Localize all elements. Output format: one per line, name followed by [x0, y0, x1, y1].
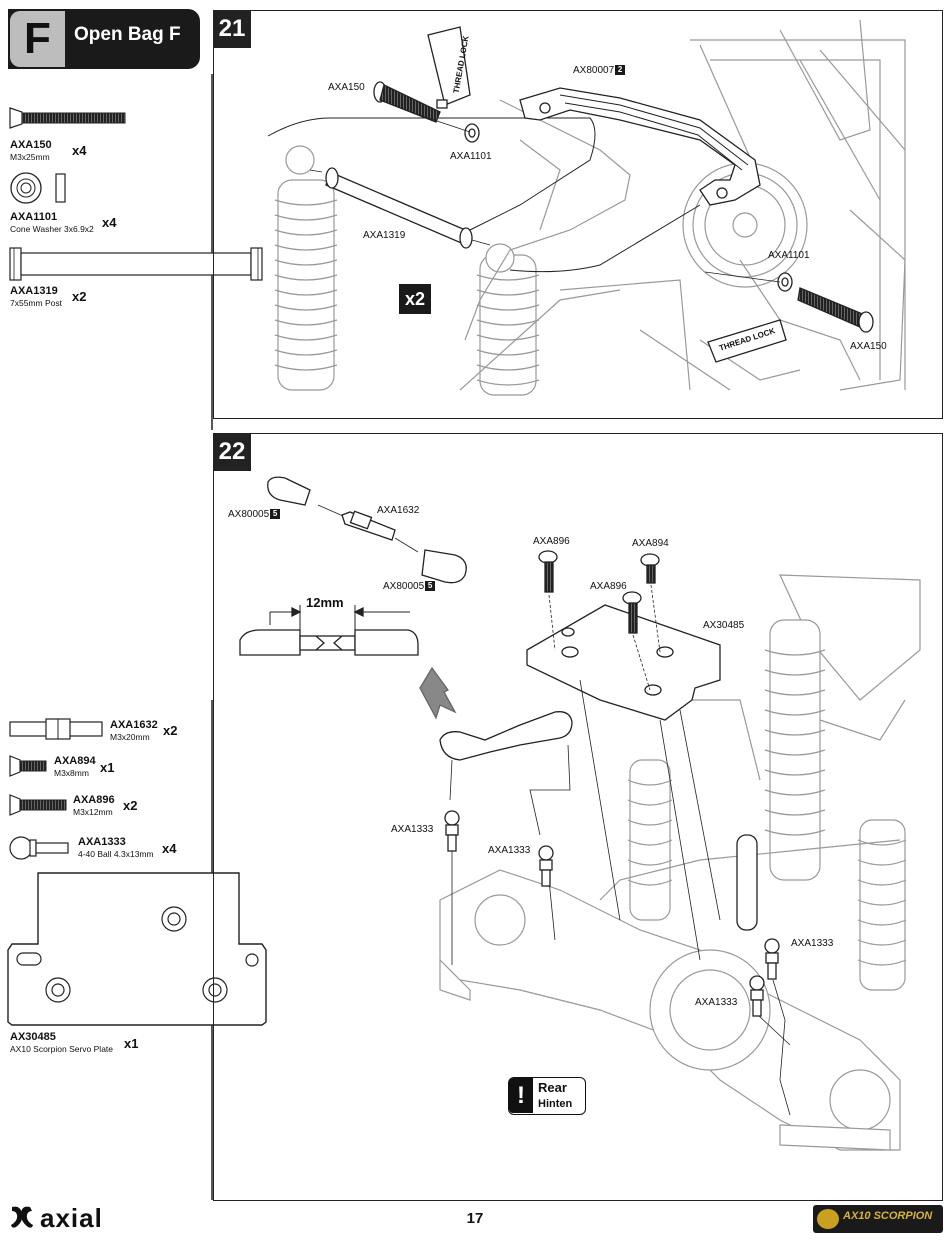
step-22-number: 22 — [213, 433, 251, 471]
callout-axa150-right: AXA150 — [850, 341, 887, 352]
step-21-multiplier: x2 — [399, 284, 431, 314]
part-desc: 7x55mm Post — [10, 298, 62, 308]
scorpion-logo-text: AX10 SCORPION — [843, 1210, 933, 1222]
part-code: AX30485 — [10, 1031, 56, 1043]
callout-axa1632: AXA1632 — [377, 505, 420, 516]
part-code: AXA1333 — [78, 836, 126, 848]
part-qty: x2 — [123, 798, 138, 813]
callout-axa1333-a: AXA1333 — [391, 824, 434, 835]
callout-axa1333-d: AXA1333 — [695, 997, 738, 1008]
callout-ax30485: AX30485 — [703, 620, 745, 631]
part-code: AXA896 — [73, 794, 115, 806]
axa896-part-icon — [9, 794, 67, 816]
part-code: AXA1632 — [110, 719, 158, 731]
ax80005-top-badge: 5 — [270, 509, 281, 520]
bag-letter-box — [10, 11, 65, 67]
callout-axa896-a: AXA896 — [533, 536, 570, 547]
measurement-label: 12mm — [306, 595, 344, 610]
axa1319-part-icon — [9, 247, 263, 281]
bag-title: Open Bag F — [74, 24, 181, 45]
callout-axa894: AXA894 — [632, 538, 669, 549]
part-qty: x2 — [72, 289, 87, 304]
part-code: AXA1319 — [10, 285, 58, 297]
callout-axa896-b: AXA896 — [590, 581, 627, 592]
part-qty: x4 — [162, 841, 177, 856]
part-desc: Cone Washer 3x6.9x2 — [10, 224, 94, 234]
part-desc: M3x8mm — [54, 768, 89, 778]
ax30485-part-icon — [7, 872, 267, 1026]
part-desc: 4-40 Ball 4.3x13mm — [78, 849, 154, 859]
axa894-part-icon — [9, 755, 47, 777]
step21-parts — [309, 26, 874, 363]
part-desc: M3x20mm — [110, 732, 150, 742]
callout-axa1101-right: AXA1101 — [768, 250, 810, 261]
part-code: AXA150 — [10, 139, 52, 151]
step22-parts — [239, 476, 791, 1116]
axa1632-part-icon — [9, 718, 103, 740]
callout-axa1319: AXA1319 — [363, 230, 406, 241]
rear-note-label: Rear — [538, 1080, 567, 1095]
part-desc: AX10 Scorpion Servo Plate — [10, 1044, 114, 1054]
axial-wordmark: axial — [40, 1203, 103, 1233]
axial-logo — [8, 1203, 148, 1238]
callout-axa1333-b: AXA1333 — [488, 845, 531, 856]
ax80007-badge: 2 — [615, 65, 626, 76]
step-22-box — [213, 433, 943, 1201]
part-desc: M3x25mm — [10, 152, 50, 162]
part-qty: x1 — [124, 1036, 139, 1051]
callout-axa150-left: AXA150 — [328, 82, 365, 93]
ax80005-bottom-badge: 5 — [425, 581, 436, 592]
axa1101-part-icon — [10, 172, 66, 204]
warning-icon: ! — [509, 1078, 533, 1113]
page-number: 17 — [466, 1210, 484, 1227]
part-code: AXA1101 — [10, 211, 58, 223]
part-code: AXA894 — [54, 755, 96, 767]
callout-axa1333-c: AXA1333 — [791, 938, 834, 949]
part-qty: x1 — [100, 760, 115, 775]
step21-artwork — [267, 19, 906, 396]
part-qty: x2 — [163, 723, 178, 738]
step-21-box — [213, 10, 943, 419]
step-21-number: 21 — [213, 10, 251, 48]
rear-note-sub: Hinten — [538, 1098, 573, 1110]
callout-axa1101-left: AXA1101 — [450, 151, 492, 162]
part-qty: x4 — [102, 215, 117, 230]
bag-letter: F — [24, 14, 51, 63]
axa150-part-icon — [9, 107, 126, 129]
part-qty: x4 — [72, 143, 87, 158]
axa1333-part-icon — [9, 836, 69, 860]
part-desc: M3x12mm — [73, 807, 113, 817]
